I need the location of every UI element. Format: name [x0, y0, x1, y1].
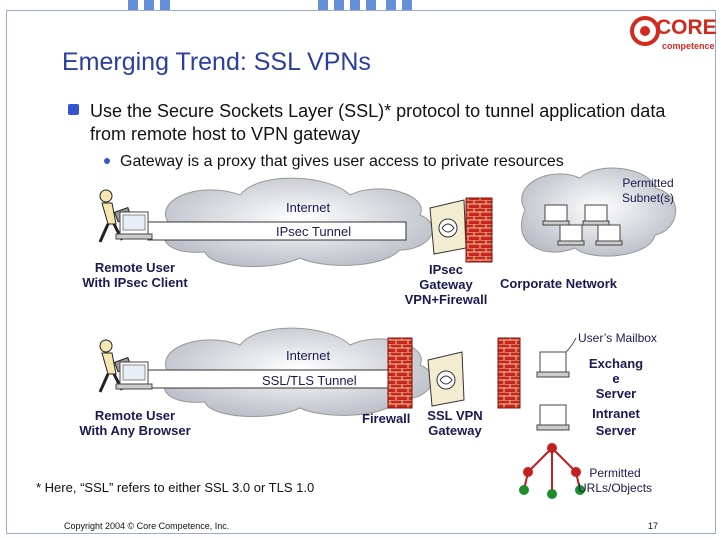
permitted-subnet-label: Permitted Subnet(s): [622, 176, 674, 206]
top-internet-label: Internet: [286, 200, 331, 215]
page-number: 17: [648, 521, 659, 531]
laptop-bottom: [115, 361, 153, 390]
browser-client-line2: With Any Browser: [79, 423, 191, 438]
ssl-tls-tunnel-label: SSL/TLS Tunnel: [262, 373, 357, 388]
sub-bullet-dot-icon: [104, 158, 110, 164]
intranet-line2: Server: [595, 423, 637, 438]
ssl-gateway-label: SSL VPN Gateway: [420, 408, 490, 438]
ipsec-client-line1: Remote User: [94, 260, 176, 275]
browser-client-label: Remote User With Any Browser: [62, 408, 208, 438]
main-bullet: Use the Secure Sockets Layer (SSL)* prot…: [90, 101, 666, 144]
ipsec-gateway-label: IPsec Gateway VPN+Firewall: [394, 262, 498, 307]
subnet-line1: Permitted: [622, 176, 674, 190]
subnet-computer-4-icon: [595, 224, 623, 246]
corporate-network-label: Corporate Network: [500, 276, 618, 291]
url-tree-icon: [519, 443, 585, 499]
ipsec-tunnel-label: IPsec Tunnel: [276, 224, 352, 239]
laptop-top: [115, 211, 153, 240]
logo-name: CORE: [656, 16, 717, 39]
ipsec-gateway-box-icon: [429, 199, 467, 255]
ipsec-gateway-line3: VPN+Firewall: [404, 292, 488, 307]
slide-frame: [6, 10, 716, 534]
ipsec-gateway-line1: IPsec: [429, 262, 463, 277]
sub-bullet: Gateway is a proxy that gives user acces…: [120, 153, 564, 170]
permitted-urls-label: Permitted URLs/Objects: [578, 466, 652, 496]
ssl-gateway-box-icon: [427, 351, 465, 407]
slide-title: Emerging Trend: SSL VPNs: [62, 48, 371, 76]
browser-client-line1: Remote User: [94, 408, 176, 423]
bullet-square-icon: [68, 104, 79, 115]
firewall-top-icon: [465, 197, 493, 263]
ssl-gateway-line1: SSL VPN: [427, 408, 483, 423]
exchange-line2: e: [612, 371, 620, 386]
ssl-gateway-line2: Gateway: [428, 423, 482, 438]
exchange-line3: Server: [595, 386, 637, 401]
logo-sub: competence: [662, 41, 715, 51]
bottom-internet-label: Internet: [286, 348, 331, 363]
company-logo: CORE competence: [630, 14, 717, 58]
urls-line2: URLs/Objects: [578, 481, 653, 495]
exchange-server-label: Exchang e Server: [584, 356, 648, 401]
subnet-computer-3-icon: [557, 224, 585, 246]
firewall-right-icon: [497, 337, 521, 409]
ipsec-client-line2: With IPsec Client: [82, 275, 188, 290]
exchange-line1: Exchang: [588, 356, 644, 371]
mailbox-pointer: [565, 337, 577, 353]
subnet-computer-1-icon: [542, 204, 570, 226]
ipsec-client-label: Remote User With IPsec Client: [70, 260, 200, 290]
subnet-line2: Subnet(s): [622, 191, 675, 205]
firewall-label: Firewall: [362, 411, 411, 426]
exchange-server-computer-icon: [536, 351, 570, 378]
intranet-server-computer-icon: [536, 404, 570, 431]
ipsec-gateway-line2: Gateway: [419, 277, 473, 292]
firewall-left-icon: [387, 337, 413, 409]
users-mailbox-label: User’s Mailbox: [578, 331, 657, 345]
footnote: * Here, “SSL” refers to either SSL 3.0 o…: [36, 480, 315, 495]
copyright: Copyright 2004 © Core Competence, Inc.: [64, 521, 230, 531]
urls-line1: Permitted: [589, 466, 641, 480]
intranet-line1: Intranet: [592, 406, 640, 421]
intranet-server-label: Intranet Server: [584, 405, 648, 439]
subnet-computer-2-icon: [582, 204, 610, 226]
